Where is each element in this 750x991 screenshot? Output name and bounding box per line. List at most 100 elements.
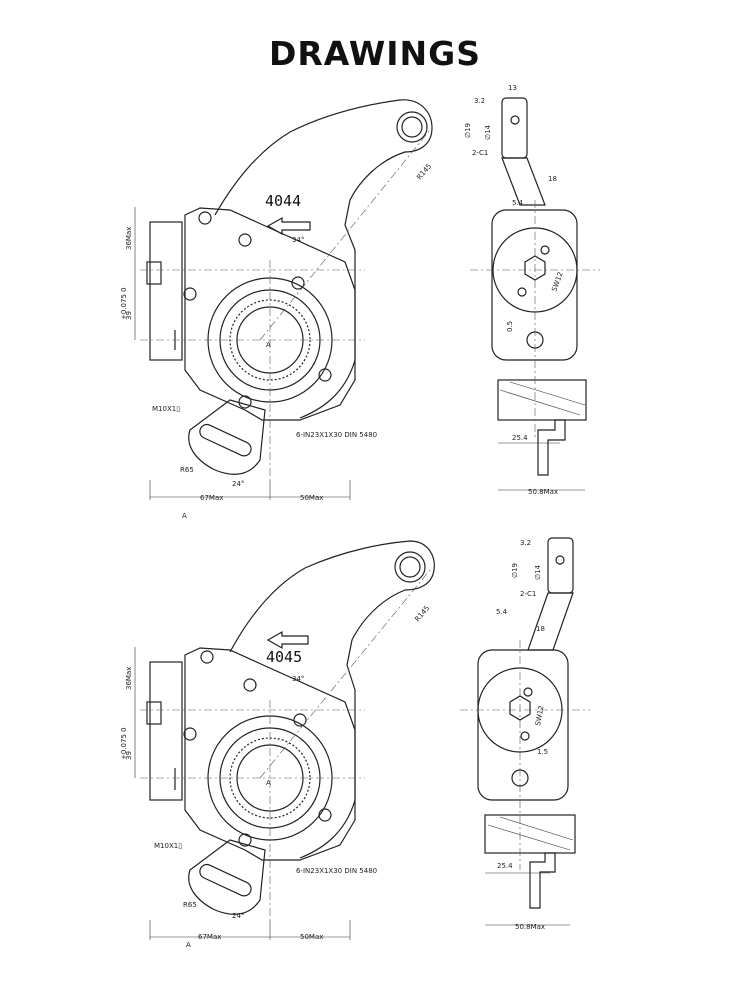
side-section bbox=[497, 379, 587, 421]
rivet bbox=[243, 678, 257, 692]
arm-eye-outer bbox=[396, 111, 428, 143]
radius-bottom-label: R65 bbox=[180, 466, 194, 474]
dim-54: 5.4 bbox=[512, 199, 524, 207]
height-mid-label: 39 bbox=[125, 751, 133, 760]
direction-arrow bbox=[266, 216, 311, 236]
side-body bbox=[491, 209, 578, 361]
height-top-label: 36Max bbox=[125, 667, 133, 690]
rivet bbox=[318, 368, 332, 382]
housing-outline bbox=[184, 647, 356, 861]
hatch bbox=[499, 816, 574, 841]
front-view-4044: 4044 34° R145 36Max 39 +0.075 0 R65 24° … bbox=[120, 99, 433, 520]
worm-housing bbox=[149, 221, 183, 361]
angle-bottom-label: 24° bbox=[232, 912, 244, 920]
housing-outline bbox=[184, 207, 356, 421]
dia-14: ∅14 bbox=[534, 564, 542, 580]
chamfer: 2-C1 bbox=[520, 590, 536, 598]
radius-bottom-label: R65 bbox=[183, 901, 197, 909]
thread-note: M10X1▯ bbox=[154, 842, 182, 850]
side-bracket bbox=[529, 852, 556, 909]
page-title: DRAWINGS bbox=[268, 34, 481, 73]
dim-54: 5.4 bbox=[496, 608, 508, 616]
control-arm-link bbox=[188, 839, 266, 915]
section-mark-center: A bbox=[266, 779, 271, 787]
width-left-label: 67Max bbox=[200, 494, 223, 502]
angle-top-label: 34° bbox=[292, 675, 304, 683]
dim-254: 25.4 bbox=[512, 434, 528, 442]
dim-508: 50.8Max bbox=[528, 488, 558, 496]
side-arm-neck bbox=[501, 157, 546, 206]
rivet bbox=[200, 650, 214, 664]
radius-arm-label: R145 bbox=[415, 162, 433, 181]
dim-32: 3.2 bbox=[474, 97, 485, 105]
adjust-nut bbox=[146, 261, 162, 285]
width-left-label: 67Max bbox=[198, 933, 221, 941]
side-arm-top bbox=[547, 537, 574, 594]
rivet bbox=[293, 713, 307, 727]
radius-arm-label: R145 bbox=[413, 604, 431, 623]
link-slot bbox=[199, 423, 252, 457]
side-arm-hole bbox=[510, 115, 520, 125]
side-bolt bbox=[540, 245, 550, 255]
direction-arrow bbox=[266, 630, 309, 650]
drawing-4045: 4045 34° R145 36Max 39 +0.075 0 R65 24° … bbox=[120, 537, 590, 949]
centerline bbox=[259, 129, 431, 341]
section-mark: A bbox=[182, 512, 187, 520]
tolerance-label: +0.075 0 bbox=[120, 727, 128, 760]
hatch bbox=[499, 389, 581, 416]
width-right-label: 50Max bbox=[300, 933, 323, 941]
dim-05: 1.5 bbox=[537, 748, 548, 756]
part-number: 4044 bbox=[265, 192, 301, 210]
rivet bbox=[198, 211, 212, 225]
side-arm-neck bbox=[527, 592, 574, 651]
tolerance-label: +0.075 0 bbox=[120, 287, 128, 320]
rivet bbox=[238, 395, 252, 409]
dim-05: 0.5 bbox=[506, 321, 514, 332]
side-body bbox=[477, 649, 569, 801]
height-mid-label: 39 bbox=[125, 311, 133, 320]
control-arm-link bbox=[188, 399, 266, 475]
side-arm-hole bbox=[555, 555, 565, 565]
adjust-nut bbox=[146, 701, 162, 725]
link-slot bbox=[199, 863, 252, 897]
rivet bbox=[318, 808, 332, 822]
dim-32: 3.2 bbox=[520, 539, 531, 547]
dim-18: 18 bbox=[536, 625, 545, 633]
drawing-4044: 4044 34° R145 36Max 39 +0.075 0 R65 24° … bbox=[120, 84, 600, 520]
hatch bbox=[487, 824, 571, 851]
side-bracket bbox=[537, 419, 566, 476]
rivet bbox=[238, 233, 252, 247]
rivet bbox=[183, 287, 197, 301]
sw-label: SW12 bbox=[550, 271, 564, 293]
thread-note: M10X1▯ bbox=[152, 405, 180, 413]
side-arm-top bbox=[501, 97, 528, 159]
arm-eye-inner bbox=[401, 116, 423, 138]
side-bolt bbox=[520, 731, 530, 741]
side-bolt bbox=[517, 287, 527, 297]
dim-508: 50.8Max bbox=[515, 923, 545, 931]
height-top-label: 36Max bbox=[125, 227, 133, 250]
side-view-4044: 13 3.2 ∅19 ∅14 2-C1 18 5.4 SW12 0.5 25.4… bbox=[464, 84, 600, 496]
centerline bbox=[259, 569, 431, 779]
worm-housing bbox=[149, 661, 183, 801]
hatch bbox=[509, 381, 586, 406]
dim-18: 18 bbox=[548, 175, 557, 183]
dim-254: 25.4 bbox=[497, 862, 513, 870]
front-view-4045: 4045 34° R145 36Max 39 +0.075 0 R65 24° … bbox=[120, 540, 435, 949]
rivet bbox=[183, 727, 197, 741]
arm-eye-outer bbox=[394, 551, 426, 583]
angle-bottom-label: 24° bbox=[232, 480, 244, 488]
spline-note: 6-IN23X1X30 DIN 5480 bbox=[296, 867, 377, 875]
rivet bbox=[291, 276, 305, 290]
dim-13: 13 bbox=[508, 84, 517, 92]
side-bolt bbox=[523, 687, 533, 697]
width-right-label: 50Max bbox=[300, 494, 323, 502]
spline-note: 6-IN23X1X30 DIN 5480 bbox=[296, 431, 377, 439]
adjuster-arm-outline bbox=[229, 540, 435, 859]
dia-14: ∅14 bbox=[484, 124, 492, 140]
rivet bbox=[238, 833, 252, 847]
part-number: 4045 bbox=[266, 648, 302, 666]
dia-19: ∅19 bbox=[511, 563, 519, 578]
side-view-4045: 3.2 ∅19 ∅14 2-C1 18 5.4 SW12 1.5 25.4 50… bbox=[460, 537, 590, 931]
